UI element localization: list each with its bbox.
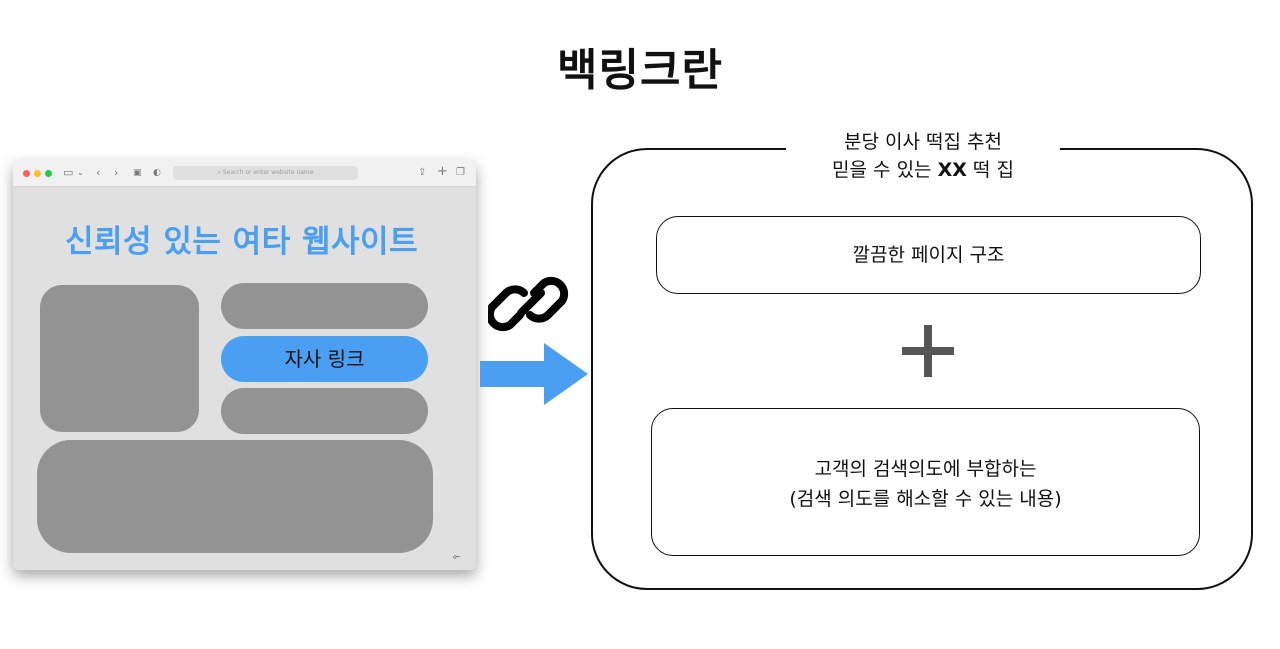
new-tab-icon[interactable]: + [437,164,448,179]
content-block-image [40,285,199,432]
plus-icon [902,325,954,377]
search-intent-line1: 고객의 검색의도에 부합하는 [814,458,1037,480]
shield-icon[interactable]: ◐ [153,168,161,178]
content-block-top [221,283,428,329]
back-icon[interactable]: ‹ [96,166,101,179]
destination-heading-line2: 믿을 수 있는 XX 떡 집 [786,156,1060,184]
site-title: 신뢰성 있는 여타 웹사이트 [65,224,419,260]
reader-icon[interactable]: ▣ [133,168,142,178]
search-icon: ⌕ [217,169,223,176]
close-dot-icon[interactable] [23,170,30,177]
clean-structure-box: 깔끔한 페이지 구조 [656,216,1201,294]
maximize-dot-icon[interactable] [45,170,52,177]
chevron-down-icon[interactable]: ⌄ [77,168,84,177]
link-chain-icon [488,276,569,332]
forward-icon[interactable]: › [114,166,119,179]
page-title: 백링크란 [557,45,723,96]
share-icon[interactable]: ⇪ [418,167,427,178]
heading-line2-prefix: 믿을 수 있는 [832,159,938,181]
search-intent-box: 고객의 검색의도에 부합하는 (검색 의도를 해소할 수 있는 내용) [651,408,1200,556]
search-intent-line2: (검색 의도를 해소할 수 있는 내용) [789,488,1062,510]
tabs-overview-icon[interactable]: ❐ [456,167,465,178]
right-arrow-icon [480,343,588,405]
destination-heading: 분당 이사 떡집 추천 믿을 수 있는 XX 떡 집 [786,128,1060,184]
minimize-dot-icon[interactable] [34,170,41,177]
own-link-button[interactable]: 자사 링크 [221,336,428,382]
content-block-wide [37,440,433,553]
heading-line2-suffix: 떡 집 [966,159,1014,181]
browser-toolbar: ▭ ⌄ ‹ › ▣ ◐ ⌕ Search or enter website na… [13,160,476,187]
clean-structure-label: 깔끔한 페이지 구조 [852,244,1005,266]
content-block-bottom [221,388,428,434]
browser-window: ▭ ⌄ ‹ › ▣ ◐ ⌕ Search or enter website na… [13,160,476,570]
slider-icon: ⟜ [453,552,461,562]
destination-heading-line1: 분당 이사 떡집 추천 [844,131,1002,153]
url-bar[interactable]: ⌕ Search or enter website name [173,166,358,180]
url-placeholder: Search or enter website name [222,169,314,176]
heading-brand-bold: XX [937,159,967,181]
sidebar-icon[interactable]: ▭ [63,166,74,179]
panel-heading-gap [786,140,1060,160]
